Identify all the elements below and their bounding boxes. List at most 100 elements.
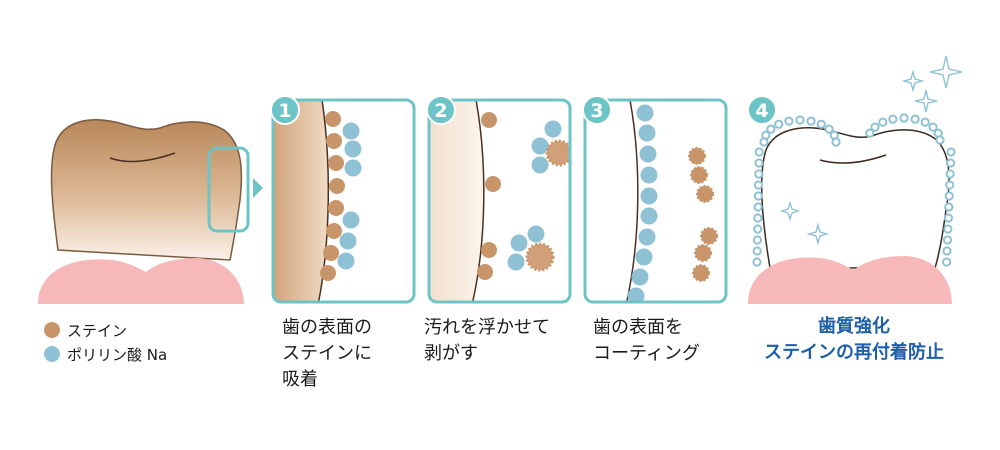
- polyphosphate-particle: [638, 228, 656, 246]
- coating-dot: [935, 135, 945, 145]
- coating-dot: [920, 117, 930, 127]
- polyphosphate-particle: [636, 104, 654, 122]
- polyphosphate-particle: [640, 166, 658, 184]
- svg-text:3: 3: [590, 100, 603, 122]
- legend: ステイン ポリリン酸 Na: [44, 318, 167, 366]
- gum: [748, 256, 952, 304]
- coating-dot: [806, 116, 816, 126]
- coating-dot: [761, 130, 771, 140]
- coated-tooth: [752, 113, 956, 269]
- coating-dot: [944, 202, 954, 212]
- coating-dot: [752, 257, 762, 267]
- coating-dot: [754, 169, 764, 179]
- polyphosphate-particle: [639, 145, 657, 163]
- coating-dot: [942, 235, 953, 245]
- caption-line: 歯の表面を: [593, 317, 683, 338]
- coating-dot: [946, 158, 956, 168]
- stained-tooth: [50, 119, 243, 261]
- polyphosphate-particle: [507, 253, 525, 271]
- stain-particle: [700, 227, 718, 245]
- coating-dot: [752, 235, 763, 245]
- stain-particle: [481, 112, 497, 128]
- legend-label: ステイン: [67, 321, 128, 340]
- svg-text:1: 1: [278, 100, 291, 122]
- step-badge-1: 1: [270, 95, 300, 125]
- coating-dot: [865, 128, 875, 138]
- polyphosphate-particle: [344, 140, 362, 158]
- polyphosphate-particle: [544, 120, 562, 138]
- coating-dot: [816, 119, 826, 129]
- polyphosphate-particle: [344, 159, 362, 177]
- polyphosphate-dot-icon: [44, 346, 60, 362]
- coating-dot: [752, 246, 762, 256]
- sparkle-icon: [779, 55, 963, 246]
- stain-particle: [328, 200, 344, 216]
- legend-item-polyphosphate: ポリリン酸 Na: [44, 342, 167, 366]
- coating-dot: [946, 147, 956, 157]
- polyphosphate-particle: [631, 268, 649, 286]
- caption-line: 汚れを浮かせて: [424, 317, 550, 338]
- polyphosphate-particle: [527, 225, 545, 243]
- step-2-caption: 汚れを浮かせて 剥がす: [424, 315, 550, 367]
- coating-dot: [754, 158, 764, 168]
- caption-line: ステインに: [282, 343, 372, 364]
- polyphosphate-particle: [531, 156, 549, 174]
- stain-particle: [320, 265, 336, 281]
- polyphosphate-particle: [640, 187, 658, 205]
- caption-line: コーティング: [593, 343, 700, 364]
- polyphosphate-coating: [752, 113, 956, 267]
- coating-dot: [753, 224, 763, 234]
- polyphosphate-particle: [635, 248, 653, 266]
- coating-dot: [753, 180, 764, 190]
- caption-line: ステインの再付着防止: [764, 342, 944, 363]
- stain-particle: [694, 244, 712, 262]
- coating-dot: [945, 169, 955, 179]
- coating-dot: [942, 246, 952, 256]
- step-1-caption: 歯の表面の ステインに 吸着: [282, 315, 372, 393]
- coating-dot: [784, 116, 794, 126]
- polyphosphate-particle: [342, 122, 360, 140]
- stain-particle: [329, 178, 345, 194]
- arrow-icon: [253, 178, 263, 198]
- polyphosphate-particle: [640, 207, 658, 225]
- stain-particle: [326, 133, 342, 149]
- stain-particle: [326, 223, 342, 239]
- caption-line: 剥がす: [424, 343, 478, 364]
- step-2-panel: [427, 98, 572, 304]
- stain-clump: [545, 139, 570, 167]
- coating-dot: [943, 224, 953, 234]
- coating-dot: [766, 124, 776, 134]
- coating-dot: [910, 114, 920, 124]
- coating-dot: [945, 180, 955, 190]
- polyphosphate-particle: [531, 137, 549, 155]
- step-3-panel: [583, 98, 728, 304]
- step-4-caption: 歯質強化 ステインの再付着防止: [738, 314, 970, 366]
- stain-particle: [688, 147, 706, 165]
- gum: [38, 258, 244, 304]
- stain-particle: [323, 245, 339, 261]
- stain-particle: [696, 185, 714, 203]
- caption-line: 歯質強化: [818, 316, 890, 337]
- coating-dot: [878, 117, 888, 127]
- step-badge-2: 2: [426, 95, 456, 125]
- stain-particle: [481, 242, 497, 258]
- polyphosphate-particle: [627, 287, 645, 302]
- polyphosphate-particle: [337, 252, 355, 270]
- coating-dot: [899, 113, 909, 123]
- coating-dot: [753, 202, 763, 212]
- coating-dot: [942, 257, 952, 267]
- coating-dot: [888, 114, 898, 124]
- stain-particle: [477, 264, 493, 280]
- coating-dot: [753, 191, 763, 201]
- coating-dot: [944, 191, 954, 201]
- caption-line: 歯の表面の: [282, 317, 372, 338]
- stain-clump: [525, 242, 555, 272]
- coating-dot: [774, 119, 784, 129]
- magnify-box: [207, 146, 250, 233]
- polyphosphate-particle: [510, 234, 528, 252]
- svg-text:2: 2: [434, 100, 447, 122]
- caption-line: 吸着: [282, 369, 318, 390]
- coating-dot: [753, 213, 763, 223]
- coating-dot: [795, 115, 805, 125]
